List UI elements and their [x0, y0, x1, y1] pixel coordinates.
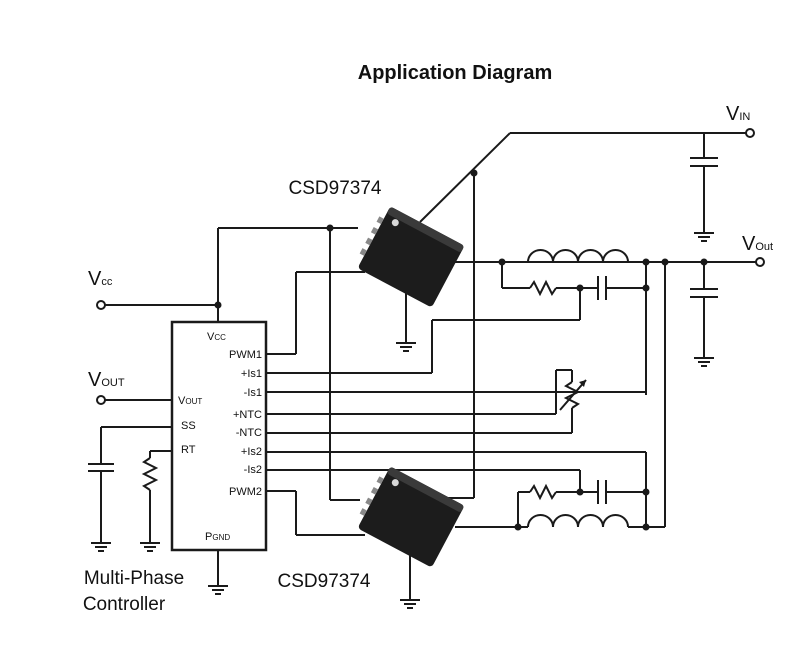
vin-label: VIN [726, 103, 750, 125]
pin-is2-plus: +Is2 [241, 446, 262, 458]
pin-pgnd: PGND [205, 531, 230, 543]
pin-is1-minus: -Is1 [244, 387, 262, 399]
power-stage-chip-top [358, 207, 464, 352]
pin-vcc: VCC [207, 331, 226, 343]
power-stage-chip-bottom [358, 467, 464, 609]
pin-is2-minus: -Is2 [244, 464, 262, 476]
chip-top-label: CSD97374 [289, 178, 382, 199]
vout-label: VOut [742, 233, 773, 255]
vout-sense-label: VOUT [88, 369, 125, 391]
controller-label-line1: Multi-Phase [84, 568, 184, 589]
chip-bottom-label: CSD97374 [278, 571, 371, 592]
controller-label-line2: Controller [83, 594, 166, 615]
vcc-rail [96, 224, 360, 501]
phase2-output-network [455, 452, 665, 531]
controller [170, 320, 268, 595]
controller-signal-lines [266, 271, 646, 536]
vcc-label: Vcc [88, 268, 113, 290]
pin-ntc-minus: -NTC [236, 427, 262, 439]
pin-ss: SS [181, 420, 196, 432]
pin-pwm1: PWM1 [229, 349, 262, 361]
pin-pwm2: PWM2 [229, 486, 262, 498]
vout-sense-input [96, 395, 172, 405]
pin-rt: RT [181, 444, 196, 456]
diagram-title: Application Diagram [358, 62, 552, 84]
pin-ntc-plus: +NTC [233, 409, 262, 421]
pin-is1-plus: +Is1 [241, 368, 262, 380]
vin-rail [419, 128, 755, 499]
ss-rt-network [88, 426, 172, 552]
phase1-output-network [432, 249, 650, 395]
pin-vout: VOUT [178, 395, 202, 407]
